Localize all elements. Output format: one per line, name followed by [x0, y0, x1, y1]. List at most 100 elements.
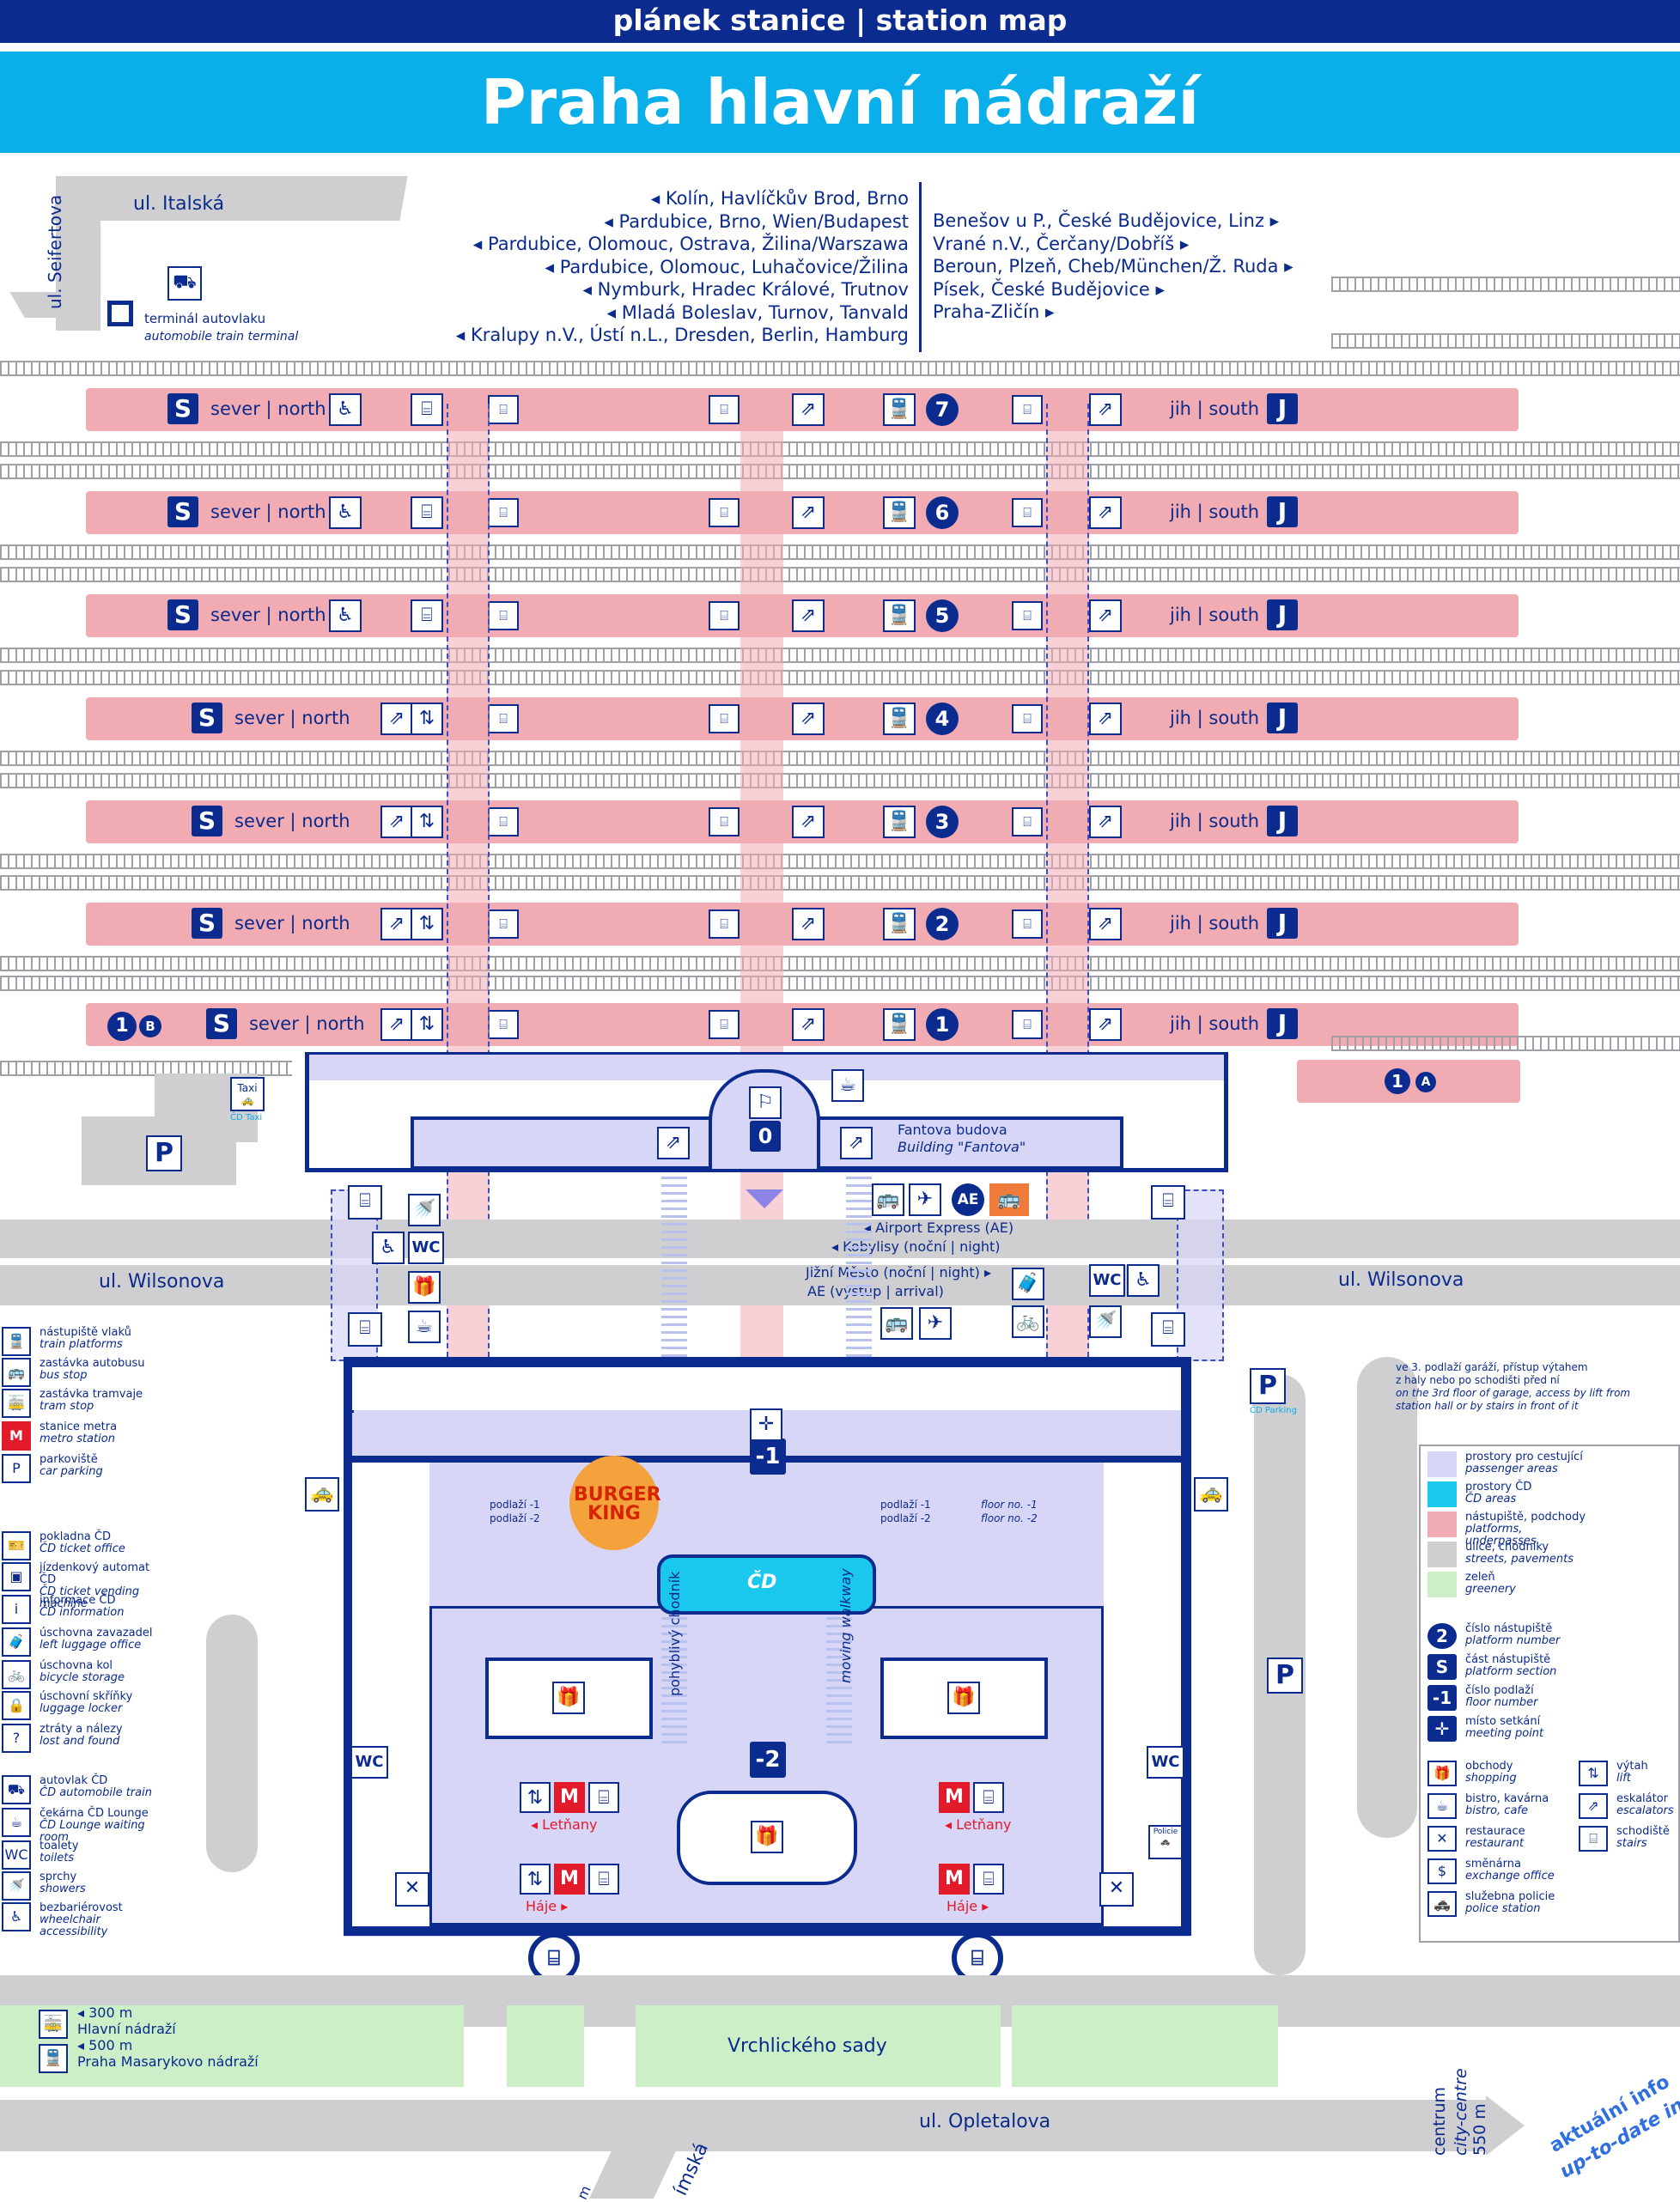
floor-label-cz: podlaží -2	[490, 1512, 540, 1524]
taxi-icon: Taxi🚕	[230, 1077, 265, 1111]
stairs-icon: ⌸	[1012, 909, 1043, 939]
escalator-icon: ⇗	[792, 1008, 825, 1041]
platform-south-label: jih | south	[1170, 913, 1260, 934]
legend-symbol: S	[1427, 1654, 1457, 1680]
taxi-icon: 🚕	[305, 1477, 339, 1512]
train-icon: 🚆	[883, 393, 916, 426]
stairs-icon: ⌸	[1151, 1185, 1185, 1220]
bus-icon: 🚌	[2, 1358, 31, 1387]
ae-bus-icon: 🚌	[989, 1183, 1029, 1216]
legend-entry-cz: zeleň	[1465, 1571, 1495, 1584]
bicycle-icon: 🚲	[1012, 1305, 1044, 1338]
lift-icon: ⇅	[1579, 1761, 1608, 1786]
walkway-hatch	[661, 1177, 687, 1357]
metro-icon: M	[939, 1782, 970, 1813]
legend-entry-cz: restaurace	[1465, 1825, 1525, 1838]
destination-south-item: Beroun, Plzeň, Cheb/München/Ž. Ruda ▸	[933, 256, 1293, 277]
platform-number-badge: 1	[926, 1008, 959, 1041]
platform-north-label: sever | north	[249, 1013, 365, 1034]
legend-entry-en: showers	[40, 1883, 86, 1895]
legend-entry-cz: informace ČD	[40, 1594, 116, 1607]
legend-entry-en: platform section	[1465, 1665, 1557, 1678]
legend-entry-cz: pokladna ČD	[40, 1530, 111, 1543]
destinations-north: ◂ Kolín, Havlíčkův Brod, Brno ◂ Pardubic…	[412, 187, 909, 347]
legend-entry-en: lift	[1616, 1772, 1631, 1785]
stairs-icon: ⌸	[709, 704, 740, 733]
platform-south-label: jih | south	[1170, 1013, 1260, 1034]
legend-entry-en: bistro, cafe	[1465, 1804, 1528, 1817]
escalator-icon: ⇗	[1089, 806, 1122, 838]
legend-entry-en: ČD ticket office	[40, 1542, 125, 1555]
hall-south-wall	[344, 1925, 1191, 1936]
platform-section-badge: S	[192, 703, 222, 733]
parking-note-line: z haly nebo po schodišti před ní	[1396, 1374, 1560, 1386]
platform-section-badge: S	[192, 806, 222, 836]
track	[0, 464, 1680, 479]
shopping-icon: 🎁	[947, 1682, 980, 1714]
luggage-office-icon: 🧳	[2, 1627, 31, 1657]
stairs-icon: ⌸	[973, 1782, 1004, 1813]
platform-south-label: jih | south	[1170, 708, 1260, 728]
legend-entry-cz: směnárna	[1465, 1858, 1521, 1870]
track	[0, 648, 1680, 663]
police-icon: Policie🚓	[1148, 1825, 1183, 1859]
tram-icon: 🚋	[39, 2010, 68, 2039]
locker-icon: 🔒	[2, 1691, 31, 1720]
legend-entry-cz: prostory pro cestující	[1465, 1451, 1583, 1463]
lost-found-icon: ?	[2, 1724, 31, 1753]
legend-entry-cz: sprchy	[40, 1870, 77, 1883]
legend-entry-en: train platforms	[40, 1338, 123, 1351]
escalator-icon: ⇗	[792, 908, 825, 940]
shopping-icon: 🎁	[552, 1682, 585, 1714]
distance-label: 550 m	[1470, 2103, 1489, 2156]
greenery	[1012, 2005, 1278, 2087]
stairs-icon: ⌸	[488, 807, 519, 836]
greenery	[636, 2005, 1001, 2087]
stairs-icon: ⌸	[1012, 395, 1043, 424]
stairs-icon: ⌸	[1579, 1826, 1608, 1852]
legend-entry-en: tram stop	[40, 1400, 94, 1413]
escalator-icon: ⇗	[1089, 908, 1122, 940]
platform-section-badge: J	[1267, 393, 1298, 424]
shopping-icon: 🎁	[408, 1271, 441, 1304]
legend-entry-cz: úschovna zavazadel	[40, 1627, 153, 1639]
cafe-icon: ☕	[1427, 1793, 1457, 1819]
track	[0, 773, 1680, 788]
train-icon: 🚆	[883, 703, 916, 735]
stairs-icon: ⌸	[348, 1312, 382, 1347]
restaurant-icon: ✕	[395, 1872, 429, 1907]
lift-icon: ⇅	[411, 806, 443, 838]
plane-icon: ✈	[909, 1183, 941, 1216]
platform-section-badge: J	[1267, 496, 1298, 527]
wc-icon: WC	[1089, 1264, 1125, 1297]
wheelchair-icon: ♿	[1127, 1264, 1160, 1297]
legend-entry-cz: místo setkání	[1465, 1715, 1541, 1728]
wc-icon: WC	[350, 1746, 388, 1779]
parking-note-line: ve 3. podlaží garáží, přístup výtahem	[1396, 1361, 1588, 1373]
destination-north-item: ◂ Kolín, Havlíčkův Brod, Brno	[650, 188, 909, 209]
legend-entry-cz: úschovna kol	[40, 1659, 113, 1672]
destination-north-item: ◂ Nymburk, Hradec Králové, Trutnov	[582, 279, 909, 300]
escalator-icon: ⇗	[1089, 1008, 1122, 1041]
station-title: Praha hlavní nádraží	[480, 66, 1200, 138]
platform-number-badge: 1	[107, 1012, 137, 1041]
hall-east-wall	[1181, 1357, 1191, 1934]
lift-icon: ⇅	[520, 1864, 551, 1895]
hall-west-shops	[352, 1463, 429, 1926]
metro-haje-label: Háje ▸	[526, 1898, 569, 1914]
track	[0, 544, 1680, 560]
map-subtitle: plánek stanice | station map	[612, 3, 1068, 37]
legend-entry-en: ČD Lounge waiting room	[40, 1819, 145, 1844]
